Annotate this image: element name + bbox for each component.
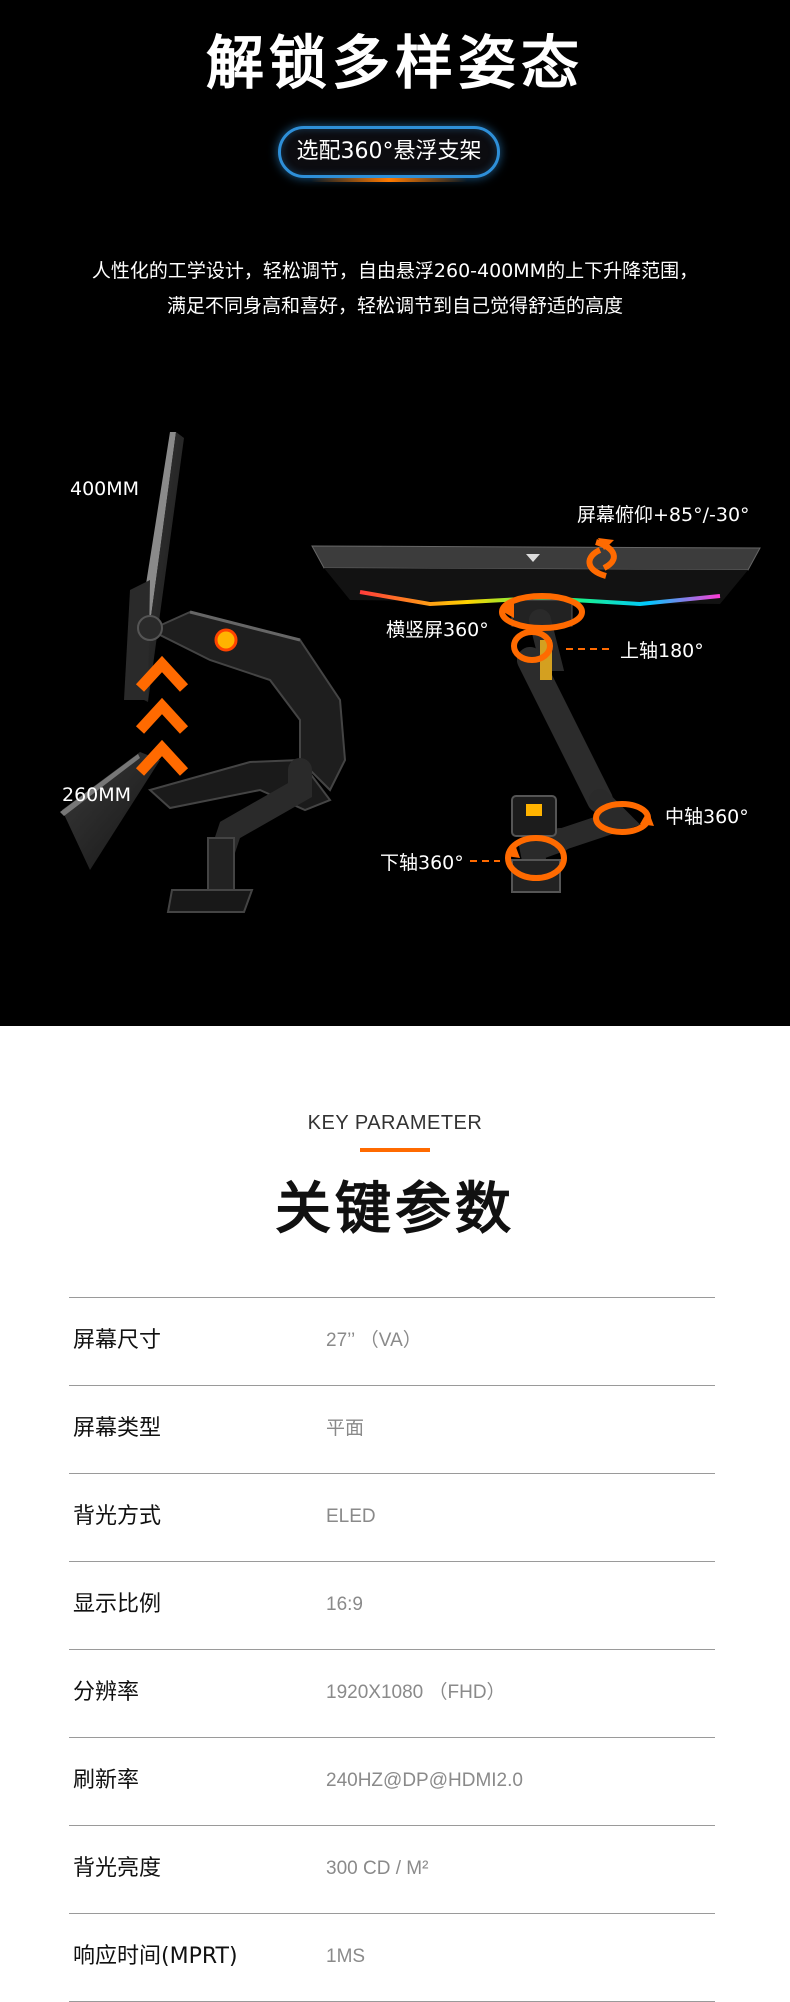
param-value: 平面 xyxy=(326,1418,365,1439)
title-underline xyxy=(360,1148,430,1152)
param-key: 屏幕类型 xyxy=(73,1416,162,1441)
param-value: 300 CD / M² xyxy=(326,1858,429,1879)
tilt-rotation-icon xyxy=(586,538,617,579)
upper-axis-icon xyxy=(511,629,553,663)
param-key: 响应时间(MPRT) xyxy=(73,1944,238,1969)
table-row: 响应时间(MPRT) 1MS xyxy=(69,1914,715,2002)
param-key: 显示比例 xyxy=(73,1592,162,1617)
table-row: 显示比例 16:9 xyxy=(69,1562,715,1650)
height-max-label: 400MM xyxy=(70,478,140,500)
hero-title: 解锁多样姿态 xyxy=(205,29,584,97)
lower-axis-icon xyxy=(505,835,567,881)
parameter-table: 屏幕尺寸 27’’ （VA） 屏幕类型 平面 背光方式 ELED 显示比例 16… xyxy=(69,1297,715,2002)
lower-axis-label: 下轴360° xyxy=(380,852,464,874)
lift-arm-figure xyxy=(60,432,347,913)
option-badge-label: 选配360°悬浮支架 xyxy=(296,139,482,164)
hero-section: 解锁多样姿态 选配360°悬浮支架 人性化的工学设计，轻松调节，自由悬浮260-… xyxy=(0,0,790,1026)
lift-arrow-icon xyxy=(135,655,189,776)
key-parameter-subtitle: KEY PARAMETER xyxy=(307,1112,483,1134)
hero-description-line: 人性化的工学设计，轻松调节，自由悬浮260-400MM的上下升降范围， xyxy=(91,260,699,282)
param-key: 背光方式 xyxy=(73,1504,162,1529)
table-row: 分辨率 1920X1080 （FHD） xyxy=(69,1650,715,1738)
hero-description-line: 满足不同身高和喜好，轻松调节到自己觉得舒适的高度 xyxy=(166,295,623,317)
param-value: 1920X1080 （FHD） xyxy=(326,1682,506,1703)
param-value: ELED xyxy=(326,1506,376,1527)
param-value: 16:9 xyxy=(326,1594,363,1615)
key-parameter-section: KEY PARAMETER 关键参数 屏幕尺寸 27’’ （VA） 屏幕类型 平… xyxy=(0,1026,790,2002)
table-row: 屏幕尺寸 27’’ （VA） xyxy=(69,1298,715,1386)
height-min-label: 260MM xyxy=(62,784,132,806)
monitor-arm-illustration xyxy=(60,432,761,913)
middle-axis-label: 中轴360° xyxy=(665,806,749,828)
param-value: 1MS xyxy=(326,1946,366,1967)
param-value: 240HZ@DP@HDMI2.0 xyxy=(326,1770,523,1791)
key-parameter-title: 关键参数 xyxy=(275,1177,515,1242)
table-row: 背光亮度 300 CD / M² xyxy=(69,1826,715,1914)
table-row: 刷新率 240HZ@DP@HDMI2.0 xyxy=(69,1738,715,1826)
param-value: 27’’ （VA） xyxy=(326,1330,422,1351)
rotate-label: 横竖屏360° xyxy=(386,619,489,641)
rotate-icon xyxy=(499,593,585,631)
param-key: 刷新率 xyxy=(73,1768,140,1793)
rotation-arm-figure xyxy=(311,538,761,893)
table-row: 背光方式 ELED xyxy=(69,1474,715,1562)
param-key: 分辨率 xyxy=(73,1680,140,1705)
tilt-label: 屏幕俯仰+85°/-30° xyxy=(577,504,750,526)
upper-axis-label: 上轴180° xyxy=(620,640,704,662)
table-row: 屏幕类型 平面 xyxy=(69,1386,715,1474)
middle-axis-icon xyxy=(593,801,654,835)
option-badge: 选配360°悬浮支架 xyxy=(278,126,500,182)
param-key: 屏幕尺寸 xyxy=(73,1328,162,1353)
param-key: 背光亮度 xyxy=(73,1856,162,1881)
hero-description: 人性化的工学设计，轻松调节，自由悬浮260-400MM的上下升降范围， 满足不同… xyxy=(0,254,790,324)
